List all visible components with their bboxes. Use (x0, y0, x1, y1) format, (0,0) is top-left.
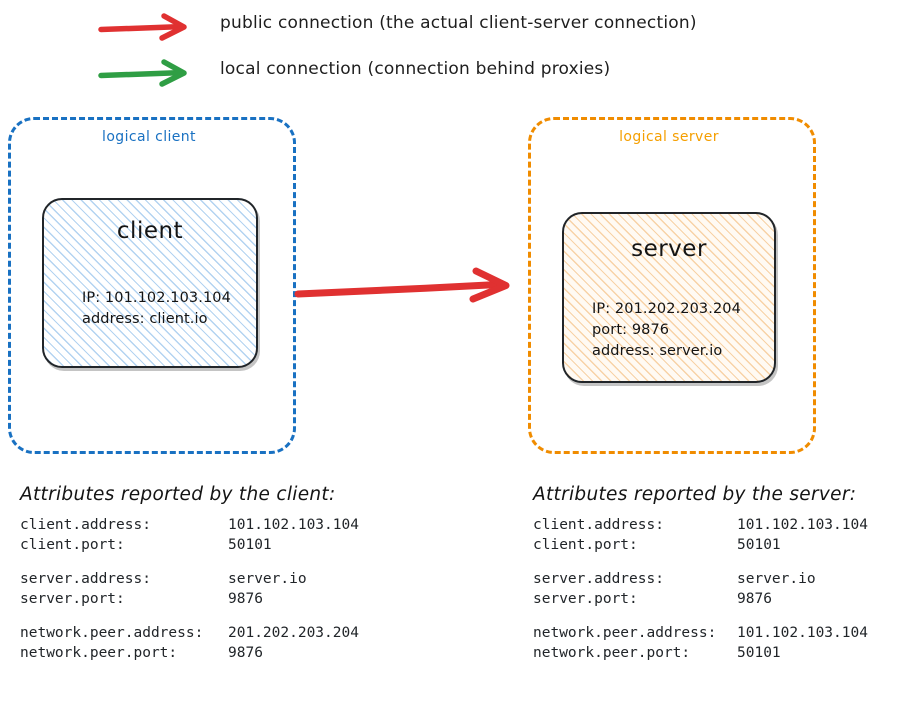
server-attributes-heading: Attributes reported by the server: (533, 484, 857, 505)
public-connection-arrow-icon (294, 267, 510, 303)
client-node-detail-address: address: client.io (82, 311, 208, 327)
attribute-key: server.port: (533, 591, 638, 607)
attribute-row: server.port: 9876 (20, 589, 450, 609)
green-arrow-icon (98, 59, 187, 87)
logical-client-container (8, 117, 296, 454)
attribute-value: 201.202.203.204 (228, 625, 359, 641)
server-attributes-panel: Attributes reported by the server: clien… (533, 484, 900, 677)
logical-server-container (528, 117, 816, 454)
server-attributes-group: client.address: 101.102.103.104 client.p… (533, 515, 900, 555)
attribute-row: server.address: server.io (533, 569, 900, 589)
attribute-key: server.port: (20, 591, 125, 607)
server-node-detail-port: port: 9876 (592, 322, 670, 338)
logical-server-label: logical server (619, 129, 719, 145)
client-node-title: client (116, 218, 184, 244)
attribute-row: network.peer.address: 101.102.103.104 (533, 623, 900, 643)
attribute-key: network.peer.address: (533, 625, 717, 641)
attribute-row: client.address: 101.102.103.104 (20, 515, 450, 535)
client-attributes-panel: Attributes reported by the client: clien… (20, 484, 450, 677)
legend-item-public-connection: public connection (the actual client-ser… (0, 8, 900, 48)
attribute-value: 101.102.103.104 (737, 625, 868, 641)
attribute-key: server.address: (20, 571, 151, 587)
attribute-row: client.port: 50101 (533, 535, 900, 555)
attribute-key: network.peer.port: (20, 645, 178, 661)
legend-item-local-connection: local connection (connection behind prox… (0, 54, 900, 94)
attribute-key: client.port: (20, 537, 125, 553)
attribute-row: network.peer.address: 201.202.203.204 (20, 623, 450, 643)
attribute-row: network.peer.port: 50101 (533, 643, 900, 663)
attribute-value: 101.102.103.104 (228, 517, 359, 533)
logical-client-label: logical client (102, 129, 196, 145)
attribute-value: 9876 (737, 591, 772, 607)
attribute-row: client.port: 50101 (20, 535, 450, 555)
legend: public connection (the actual client-ser… (0, 0, 900, 105)
red-arrow-icon (98, 13, 187, 41)
client-attributes-heading: Attributes reported by the client: (20, 484, 336, 505)
attribute-value: 50101 (228, 537, 272, 553)
server-attributes-group: server.address: server.io server.port: 9… (533, 569, 900, 609)
attribute-value: server.io (228, 571, 307, 587)
attribute-key: client.port: (533, 537, 638, 553)
attribute-value: 101.102.103.104 (737, 517, 868, 533)
attribute-key: network.peer.address: (20, 625, 204, 641)
attribute-key: server.address: (533, 571, 664, 587)
client-node-details: IP: 101.102.103.104 address: client.io (82, 288, 231, 330)
attribute-row: server.address: server.io (20, 569, 450, 589)
server-node-detail-ip: IP: 201.202.203.204 (592, 301, 741, 317)
attribute-value: 9876 (228, 645, 263, 661)
attribute-row: network.peer.port: 9876 (20, 643, 450, 663)
server-node-detail-address: address: server.io (592, 343, 723, 359)
attribute-key: network.peer.port: (533, 645, 691, 661)
client-node-detail-ip: IP: 101.102.103.104 (82, 290, 231, 306)
server-node-details: IP: 201.202.203.204 port: 9876 address: … (592, 299, 741, 362)
attribute-value: server.io (737, 571, 816, 587)
client-attributes-group: client.address: 101.102.103.104 client.p… (20, 515, 450, 555)
attribute-key: client.address: (533, 517, 664, 533)
server-node: server IP: 201.202.203.204 port: 9876 ad… (562, 212, 776, 383)
attribute-value: 50101 (737, 645, 781, 661)
legend-label-local-connection: local connection (connection behind prox… (220, 59, 611, 79)
attribute-key: client.address: (20, 517, 151, 533)
client-attributes-group: network.peer.address: 201.202.203.204 ne… (20, 623, 450, 663)
client-node: client IP: 101.102.103.104 address: clie… (42, 198, 258, 368)
server-node-title: server (631, 236, 707, 262)
legend-label-public-connection: public connection (the actual client-ser… (220, 13, 697, 33)
attribute-value: 9876 (228, 591, 263, 607)
attribute-row: client.address: 101.102.103.104 (533, 515, 900, 535)
server-attributes-group: network.peer.address: 101.102.103.104 ne… (533, 623, 900, 663)
attribute-row: server.port: 9876 (533, 589, 900, 609)
attribute-value: 50101 (737, 537, 781, 553)
client-attributes-group: server.address: server.io server.port: 9… (20, 569, 450, 609)
